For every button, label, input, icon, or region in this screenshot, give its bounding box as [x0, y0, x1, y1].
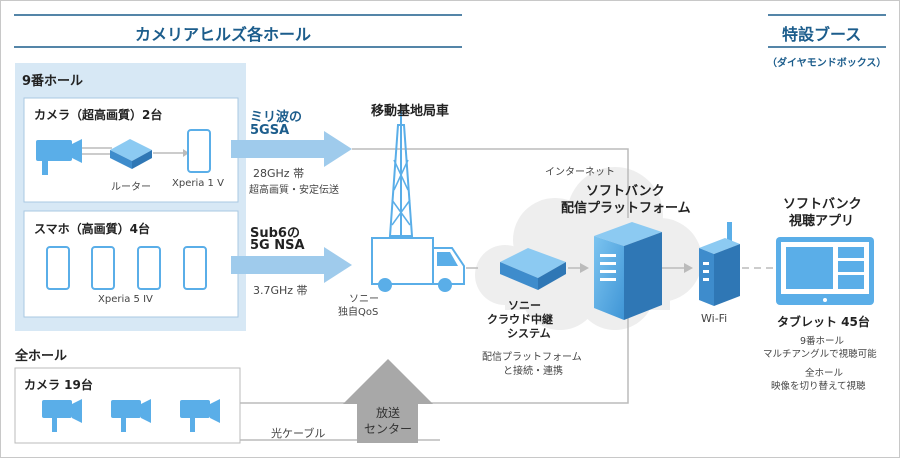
router-icon: [110, 139, 152, 169]
note1-line1: 9番ホール: [800, 336, 845, 347]
sub6-arrow: [231, 247, 352, 283]
arrowhead: [183, 149, 189, 157]
phone-box-title: スマホ（高画質）4台: [34, 222, 150, 236]
sub6-frequency: 3.7GHz 帯: [253, 284, 308, 297]
note1-line2: マルチアングルで視聴可能: [763, 349, 877, 360]
note2-line1: 全ホール: [805, 368, 844, 379]
cloud-relay-device-icon: [500, 248, 566, 290]
fiber-cable-label: 光ケーブル: [271, 427, 326, 440]
platform-title-line2: 配信プラットフォーム: [561, 201, 691, 216]
xperia1-label: Xperia 1 V: [172, 178, 224, 189]
relay-title-line1: ソニー: [508, 299, 541, 312]
platform-server-icon: [594, 222, 662, 320]
tablet-title: タブレット 45台: [777, 315, 870, 329]
mmwave-description: 超高画質・安定伝送: [249, 185, 339, 196]
mmwave-title-line1: ミリ波の: [250, 110, 303, 125]
all-halls-camera-title: カメラ 19台: [24, 378, 93, 392]
smartphone-icon: [91, 246, 115, 290]
base-station-truck-icon: [371, 110, 465, 292]
camera-icon: [180, 399, 220, 432]
smartphone-icon: [137, 246, 161, 290]
camera-icon: [42, 399, 82, 432]
all-hall-cameras: [42, 399, 220, 432]
mmwave-frequency: 28GHz 帯: [253, 167, 305, 180]
internet-line: [352, 148, 629, 218]
app-title-line2: 視聴アプリ: [789, 214, 855, 229]
platform-title-line1: ソフトバンク: [586, 184, 665, 199]
sub6-title-line2: 5G NSA: [250, 238, 305, 253]
xperia1-phone-icon: [187, 129, 211, 173]
broadcast-center-line1: 放送: [376, 406, 401, 420]
smartphone-icon: [183, 246, 207, 290]
app-title-line1: ソフトバンク: [783, 197, 862, 212]
phone-icons: [46, 246, 207, 290]
router-label: ルーター: [111, 182, 151, 193]
arrowhead: [580, 263, 589, 273]
relay-title-line2: クラウド中継: [487, 313, 553, 326]
sub6-title-line1: Sub6の: [250, 226, 300, 241]
wifi-router-icon: [699, 222, 740, 306]
sony-qos-line1: ソニー: [349, 294, 379, 305]
camera-icon: [111, 399, 151, 432]
mmwave-title-line2: 5GSA: [250, 123, 290, 138]
smartphone-icon: [46, 246, 70, 290]
tablet-icon: [776, 237, 874, 305]
wifi-label: Wi-Fi: [701, 312, 728, 325]
base-station-title: 移動基地局車: [371, 104, 450, 119]
relay-title-line3: システム: [507, 327, 551, 340]
broadcast-center-shape: [343, 359, 433, 443]
internet-label: インターネット: [545, 167, 615, 178]
relay-desc-line1: 配信プラットフォーム: [482, 352, 582, 363]
xperia5-label: Xperia 5 IV: [98, 294, 153, 305]
hall9-title: 9番ホール: [22, 74, 84, 89]
all-halls-title: 全ホール: [15, 349, 68, 364]
mmwave-arrow: [231, 131, 352, 167]
note2-line2: 映像を切り替えて視聴: [771, 381, 866, 392]
camera-box-title: カメラ（超高画質）2台: [34, 108, 163, 122]
camera-icon: [36, 139, 82, 175]
right-header-title: 特設ブース: [782, 25, 862, 44]
sony-qos-line2: 独自QoS: [338, 307, 379, 318]
left-header-title: カメリアヒルズ各ホール: [135, 25, 312, 44]
broadcast-center-line2: センター: [364, 422, 413, 436]
arrowhead: [684, 263, 693, 273]
right-header-subtitle: （ダイヤモンドボックス）: [767, 58, 887, 69]
relay-desc-line2: と接続・連携: [503, 366, 563, 377]
